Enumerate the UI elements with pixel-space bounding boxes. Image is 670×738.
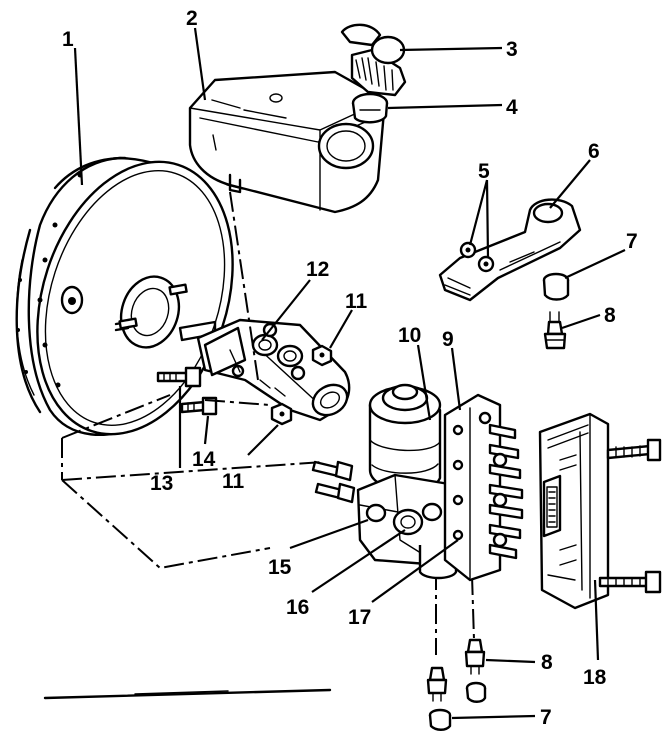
callout-12: 12 bbox=[306, 258, 329, 281]
callout-13: 13 bbox=[150, 472, 173, 495]
callout-2: 2 bbox=[186, 7, 198, 30]
cap-seal bbox=[351, 92, 389, 124]
control-module bbox=[538, 412, 662, 610]
grommet-lower-right bbox=[465, 681, 487, 703]
stud-13 bbox=[156, 366, 202, 388]
callout-10: 10 bbox=[398, 324, 421, 347]
callout-3: 3 bbox=[506, 38, 518, 61]
stud-lower-right bbox=[464, 638, 486, 675]
reservoir-cap bbox=[340, 23, 407, 97]
stud-lower-left bbox=[426, 666, 448, 702]
nut-upper bbox=[311, 344, 333, 367]
callout-7a: 7 bbox=[626, 230, 638, 253]
grommet-lower-left bbox=[428, 708, 452, 731]
callout-17: 17 bbox=[348, 606, 371, 629]
grommet-upper bbox=[542, 272, 570, 301]
callout-7b: 7 bbox=[540, 706, 552, 729]
callout-11b: 11 bbox=[222, 470, 245, 493]
callout-18: 18 bbox=[583, 666, 607, 689]
callout-1: 1 bbox=[62, 28, 74, 51]
callouts: 1 2 3 4 5 6 7 8 9 10 11 12 13 14 11 15 1… bbox=[62, 7, 638, 729]
callout-8b: 8 bbox=[541, 651, 553, 674]
callout-5: 5 bbox=[478, 160, 490, 183]
leader-lines bbox=[73, 27, 626, 720]
bottom-rule bbox=[43, 688, 332, 700]
callout-11a: 11 bbox=[345, 290, 368, 313]
callout-15: 15 bbox=[268, 556, 292, 579]
callout-16: 16 bbox=[286, 596, 309, 619]
callout-9: 9 bbox=[442, 328, 454, 351]
nut-lower bbox=[270, 402, 293, 426]
brake-booster bbox=[15, 156, 234, 436]
stud-upper bbox=[543, 311, 567, 350]
hydraulic-unit bbox=[311, 383, 462, 580]
assembly-lines bbox=[61, 191, 475, 655]
fluid-reservoir bbox=[188, 70, 387, 214]
valve-block bbox=[443, 393, 524, 582]
callout-8a: 8 bbox=[604, 304, 616, 327]
callout-4: 4 bbox=[506, 96, 518, 119]
callout-14: 14 bbox=[192, 448, 216, 471]
stud-14 bbox=[180, 396, 218, 416]
callout-6: 6 bbox=[588, 140, 600, 163]
